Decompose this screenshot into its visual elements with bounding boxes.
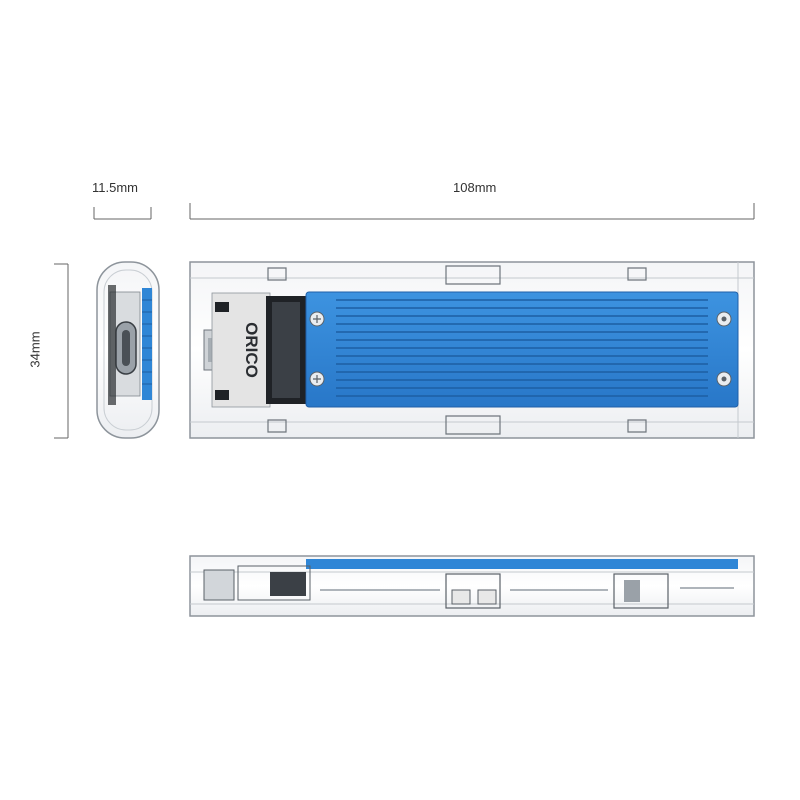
enclosure-side-view <box>189 555 755 617</box>
screw-icon <box>716 371 732 387</box>
height-dimension-line <box>54 263 69 439</box>
length-dimension-line <box>189 203 755 220</box>
screw-icon <box>309 311 325 327</box>
screw-icon <box>716 311 732 327</box>
enclosure-top-view: ORICO <box>189 261 755 439</box>
length-dimension-label: 108mm <box>453 180 497 195</box>
usb-c-port-icon <box>115 321 137 375</box>
screw-icon <box>309 371 325 387</box>
enclosure-end-view <box>96 261 160 439</box>
width-dimension-label: 11.5mm <box>92 180 138 195</box>
brand-logo: ORICO <box>242 322 261 378</box>
width-dimension-line <box>93 207 152 220</box>
